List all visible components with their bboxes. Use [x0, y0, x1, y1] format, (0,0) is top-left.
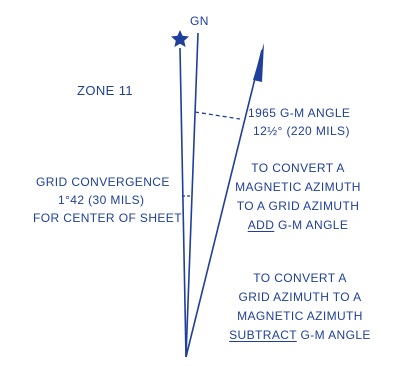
grid-convergence-note: FOR CENTER OF SHEET [33, 211, 182, 225]
gm-angle-arc [194, 111, 241, 120]
star-icon [171, 30, 189, 47]
gm-angle-value: 12½° (220 MILS) [253, 124, 350, 138]
instruction-line: MAGNETIC AZIMUTH [235, 180, 361, 194]
instruction-line: TO A GRID AZIMUTH [236, 199, 360, 213]
true-north-line [179, 47, 187, 358]
grid-north-line [185, 32, 199, 358]
instruction-action-subtract: SUBTRACT [229, 328, 297, 342]
instruction-line: GRID AZIMUTH TO A [238, 290, 362, 304]
instruction-line: SUBTRACT G-M ANGLE [215, 328, 385, 343]
instruction-action-rest: G-M ANGLE [274, 218, 349, 232]
magnetic-north-line [185, 49, 263, 358]
instruction-grid-to-mag: TO CONVERT A GRID AZIMUTH TO A MAGNETIC … [215, 271, 385, 343]
instruction-line: TO CONVERT A [251, 161, 345, 175]
instruction-line: MAGNETIC AZIMUTH [237, 309, 363, 323]
gm-angle-title: 1965 G-M ANGLE [248, 106, 351, 120]
zone-label: ZONE 11 [77, 83, 134, 98]
grid-north-label: GN [190, 14, 209, 28]
grid-convergence-value: 1°42 (30 MILS) [58, 193, 145, 207]
instruction-line: TO CONVERT A [253, 271, 347, 285]
instruction-action-rest: G-M ANGLE [296, 328, 371, 342]
half-arrow-icon [253, 43, 264, 82]
instruction-mag-to-grid: TO CONVERT A MAGNETIC AZIMUTH TO A GRID … [218, 161, 378, 233]
instruction-action-add: ADD [247, 218, 275, 232]
instruction-line: ADD G-M ANGLE [218, 218, 378, 233]
grid-convergence-title: GRID CONVERGENCE [36, 175, 170, 189]
